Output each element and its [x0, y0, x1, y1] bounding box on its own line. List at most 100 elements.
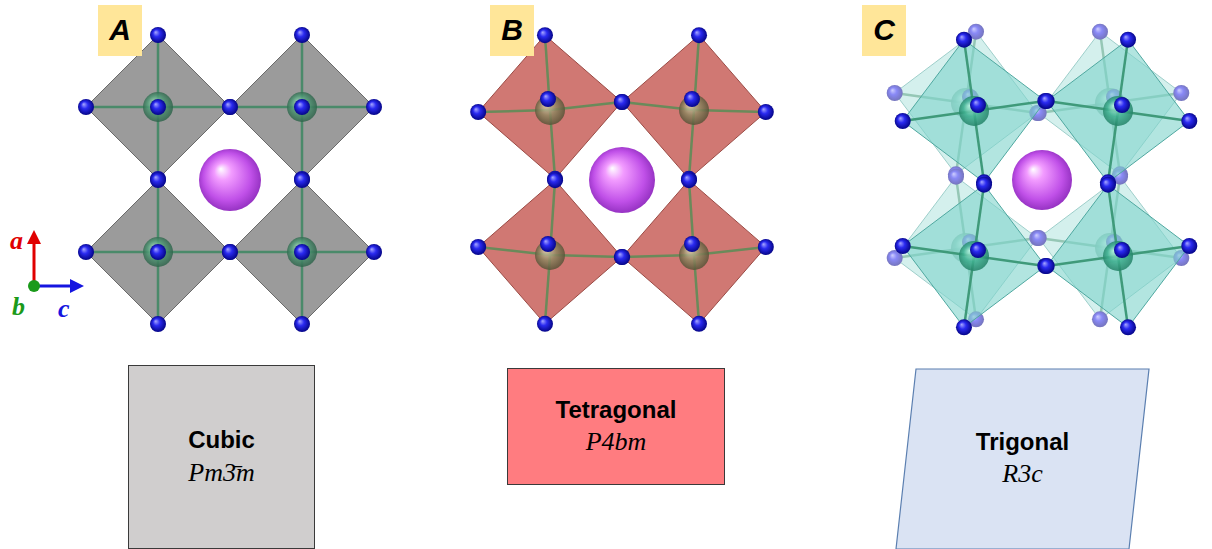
oxygen-atom: [537, 316, 553, 332]
oxygen-atom: [948, 169, 964, 185]
a-site-atom: [1012, 150, 1072, 210]
oxygen-atom: [150, 27, 166, 43]
parallelogram-shape: [896, 369, 1149, 549]
panel-letter: B: [501, 13, 523, 48]
b-site-atom: [143, 237, 173, 267]
oxygen-atom: [1092, 311, 1108, 327]
oxygen-atom: [895, 113, 911, 129]
oxygen-atom: [1114, 97, 1130, 113]
space-group: Pm3̄m: [188, 458, 254, 488]
oxygen-atom: [1031, 230, 1047, 246]
b-site-atom: [287, 92, 317, 122]
oxygen-atom: [956, 319, 972, 335]
oxygen-atom: [150, 244, 166, 260]
b-site-atom: [1103, 241, 1133, 271]
oxygen-atom: [691, 27, 707, 43]
oxygen-atom: [970, 242, 986, 258]
oxygen-atom: [1120, 32, 1136, 48]
oxygen-atom: [294, 99, 310, 115]
b-site-atom: [959, 96, 989, 126]
oxygen-atom: [956, 32, 972, 48]
octahedron: [86, 35, 230, 179]
structure-panel: [470, 27, 774, 332]
oxygen-atom: [222, 244, 238, 260]
oxygen-atom: [222, 244, 238, 260]
oxygen-atom: [1092, 24, 1108, 40]
octahedron: [1047, 185, 1190, 328]
oxygen-atom: [78, 99, 94, 115]
oxygen-atom: [540, 91, 556, 107]
panel-tag: A: [98, 5, 142, 56]
axis-arrowhead: [27, 230, 41, 244]
octahedra-layer: [78, 27, 382, 332]
structure-panel: [887, 24, 1198, 336]
b-site-atom: [287, 237, 317, 267]
oxygen-atom: [78, 244, 94, 260]
oxygen-atom: [614, 94, 630, 110]
oxygen-atom: [366, 99, 382, 115]
oxygen-atom: [1039, 258, 1055, 274]
phase-box: CubicPm3̄m: [128, 365, 315, 549]
axis-indicator: [27, 230, 84, 293]
panel-letter: C: [873, 13, 895, 48]
oxygen-atom: [294, 171, 310, 187]
axis-dot: [28, 280, 40, 292]
octahedron: [230, 35, 374, 179]
panel-tag: C: [862, 5, 906, 56]
axis-label: c: [58, 296, 70, 322]
oxygen-atom: [470, 239, 486, 255]
phase-name: Cubic: [188, 426, 255, 454]
oxygen-atom: [547, 172, 563, 188]
oxygen-atom: [294, 172, 310, 188]
axis-arrow: [33, 242, 36, 286]
oxygen-atom: [150, 99, 166, 115]
axis-label: a: [10, 228, 23, 254]
oxygen-atom: [537, 27, 553, 43]
oxygen-atom: [1100, 177, 1116, 193]
oxygen-atom: [895, 238, 911, 254]
a-site-atom: [589, 147, 655, 213]
oxygen-atom: [294, 244, 310, 260]
oxygen-atom: [366, 244, 382, 260]
axis-arrowhead: [70, 279, 84, 293]
octahedra-layer: [895, 32, 1198, 336]
octahedron: [1047, 40, 1190, 183]
oxygen-atom: [976, 177, 992, 193]
parallelogram-outline: [895, 368, 1150, 549]
oxygen-atom: [1114, 242, 1130, 258]
oxygen-atom: [150, 172, 166, 188]
oxygen-atom: [294, 27, 310, 43]
oxygen-atom: [1181, 113, 1197, 129]
space-group: R3c: [1002, 459, 1042, 489]
b-site-atom: [959, 241, 989, 271]
oxygen-atom: [758, 104, 774, 120]
oxygen-atom: [1120, 319, 1136, 335]
oxygen-atom: [294, 316, 310, 332]
oxygen-atom: [684, 236, 700, 252]
oxygen-atom: [150, 171, 166, 187]
oxygen-atom: [222, 99, 238, 115]
octahedron: [903, 185, 1046, 328]
oxygen-atom: [222, 99, 238, 115]
oxygen-atom: [684, 91, 700, 107]
oxygen-atom: [1039, 93, 1055, 109]
phase-parallelogram: TrigonalR3c: [895, 368, 1150, 549]
structure-panel: [78, 27, 382, 332]
oxygen-atom: [1181, 238, 1197, 254]
phase-box: TetragonalP4bm: [507, 368, 725, 485]
octahedra-layer: [887, 24, 1190, 328]
oxygen-atom: [150, 316, 166, 332]
a-site-atom: [199, 149, 261, 211]
oxygen-atom: [970, 97, 986, 113]
oxygen-atom: [540, 236, 556, 252]
phase-name: Trigonal: [976, 428, 1069, 456]
octahedra-layer: [470, 27, 774, 332]
oxygen-atom: [691, 316, 707, 332]
oxygen-atom: [1173, 85, 1189, 101]
panel-tag: B: [490, 5, 534, 56]
oxygen-atom: [758, 239, 774, 255]
space-group: P4bm: [586, 427, 647, 457]
b-site-atom: [1103, 96, 1133, 126]
oxygen-atom: [614, 249, 630, 265]
